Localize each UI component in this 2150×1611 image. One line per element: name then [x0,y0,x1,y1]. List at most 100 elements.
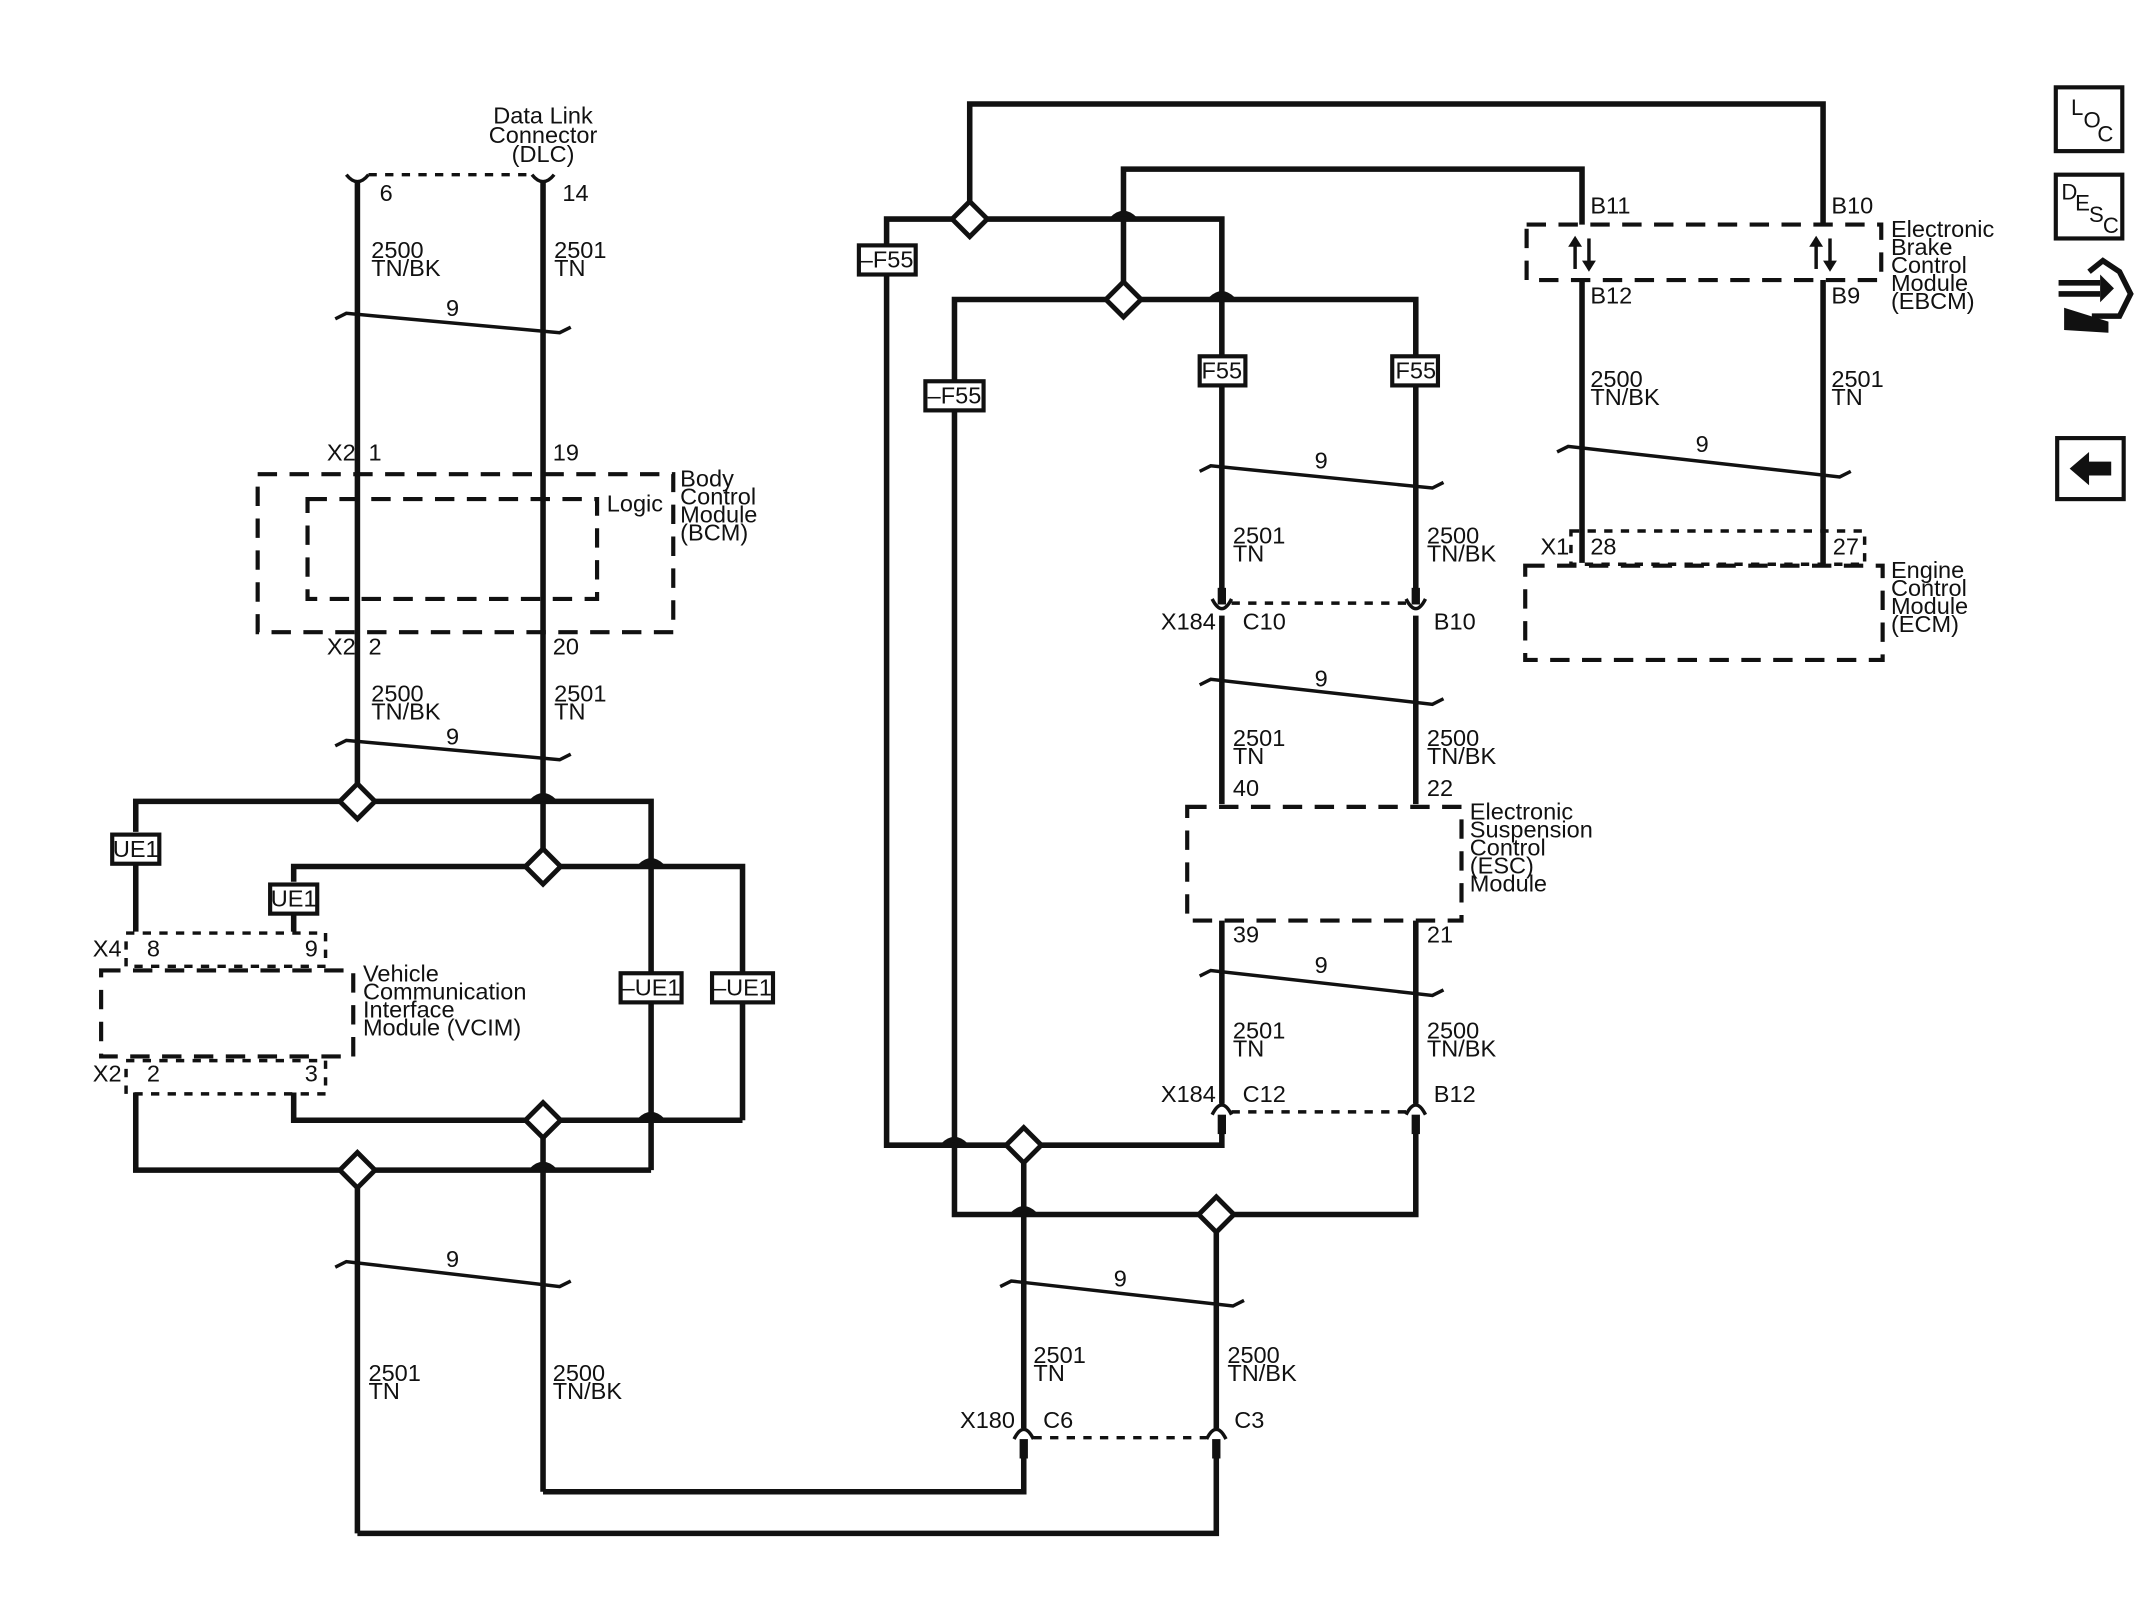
wire-2500-ebcm-top [1120,166,1585,300]
bcm-name-1: Body [680,466,734,492]
esc-pin-22: 22 [1427,775,1453,801]
option-label: F55 [1396,357,1437,383]
bcm-pin-19: 19 [553,439,579,465]
connector-id: X180 [960,1407,1015,1433]
wire-label-circuit: 2500 [371,237,423,263]
twist-label: 9 [1696,431,1709,457]
option-tag-ue1: UE1 [268,882,320,916]
option-label: –F55 [928,382,982,408]
back-arrow-icon[interactable] [2055,436,2126,502]
desc-letter: D [2061,180,2077,205]
ecm-name-3: Module [1891,593,1968,619]
esc-name-2: Suspension [1470,816,1593,842]
vcim-pin-3: 3 [305,1060,318,1086]
vcim-pin-2: 2 [147,1060,160,1086]
bcm-conn-top: X2 [327,439,356,465]
desc-button[interactable]: D E S C [2053,172,2125,241]
ebcm-pin-b10: B10 [1831,192,1873,218]
ecm-name-1: Engine [1891,557,1964,583]
splice [1195,1193,1238,1236]
wire-label-color: TN [554,255,585,281]
option-tag-not-f55: –F55 [923,379,986,413]
connector-end-view-icon[interactable] [2058,257,2134,333]
option-tag-f55: F55 [1390,354,1441,388]
vcim-conn-bot: X2 [93,1060,122,1086]
wire-label-color: TN/BK [371,699,441,725]
wire-label-color: TN/BK [1427,540,1497,566]
wire-label-circuit: 2501 [1233,1017,1285,1043]
loc-letter: O [2084,108,2101,133]
twisted-pair-symbol: 9 [1198,448,1445,490]
wire-label-color: TN/BK [1227,1360,1297,1386]
twisted-pair-symbol: 9 [334,1246,572,1289]
wire-label-circuit: 2501 [368,1360,420,1386]
ebcm-name-2: Brake [1891,234,1952,260]
ebcm-name-5: (EBCM) [1891,288,1975,314]
bcm: X2 1 19 Logic Body Control Module (BCM) … [255,439,757,659]
connector-pin: C3 [1234,1407,1264,1433]
option-label: UE1 [271,886,317,912]
wire-2500-left-loop [951,410,1419,1218]
vcim: X4 8 9 Vehicle Communication Interface M… [93,931,527,1096]
twist-label: 9 [1315,952,1328,978]
loc-letter: L [2071,95,2083,120]
wire-label-circuit: 2500 [1227,1342,1279,1368]
wire-vcim-3 [290,1092,743,1123]
option-tag-not-f55: –F55 [856,243,918,277]
wire-label-circuit: 2500 [1590,366,1642,392]
splice [336,1149,379,1192]
wire-2500-splice-top [951,296,1419,380]
loc-button[interactable]: L O C [2053,85,2125,154]
option-label: –UE1 [713,974,772,1000]
wire-label-circuit: 2501 [1233,725,1285,751]
option-tag-not-ue1: –UE1 [618,971,684,1005]
wire-label-circuit: 2500 [1427,1017,1479,1043]
splice [948,197,991,241]
option-label: F55 [1202,357,1243,383]
wire-2501-left-loop [883,274,1225,1148]
wire-label-circuit: 2501 [554,237,606,263]
wire-vcim-2 [132,1092,652,1173]
vcim-name-4: Module (VCIM) [363,1015,521,1041]
esc-name-5: Module [1470,870,1547,896]
ecm-pin-27: 27 [1833,534,1859,560]
connector-x184-upper: X184 C10 B10 [1161,587,1476,634]
splice [336,780,379,823]
ebcm-name-3: Control [1891,252,1967,278]
wire-label-circuit: 2501 [1831,366,1883,392]
dlc: Data Link Connector (DLC) 6 14 [344,102,597,206]
wire-2501-splice-top [883,216,1225,355]
ecm-pin-28: 28 [1590,534,1616,560]
ecm: X1 28 27 Engine Control Module (ECM) [1523,529,1968,663]
ebcm-name-1: Electronic [1891,216,1995,242]
bcm-name-3: Module [680,502,757,528]
bcm-pin-20: 20 [553,633,579,659]
ebcm-pin-b11: B11 [1590,192,1630,218]
vcim-conn-top: X4 [93,936,122,962]
twisted-pair-symbol: 9 [334,295,572,335]
wire-label-circuit: 2501 [1033,1342,1085,1368]
wire-label-color: TN [1033,1360,1064,1386]
wire-label-color: TN [1233,1035,1264,1061]
connector-pin: C6 [1043,1407,1073,1433]
wire-label-circuit: 2500 [1427,725,1479,751]
twist-label: 9 [446,1246,459,1272]
esc-pin-40: 40 [1233,775,1259,801]
desc-letter: C [2103,213,2119,238]
twisted-pair-symbol: 9 [999,1266,1245,1308]
wire-label-circuit: 2501 [1233,522,1285,548]
bcm-pin-2: 2 [368,633,381,659]
wire-2501-ebcm-top [966,101,1826,225]
vcim-name-1: Vehicle [363,961,439,987]
twist-label: 9 [446,723,459,749]
loc-letter: C [2097,121,2113,146]
ebcm-pin-b12: B12 [1590,283,1632,309]
vcim-name-2: Communication [363,979,527,1005]
twist-label: 9 [1315,448,1328,474]
wire-2501-bottom [357,1450,1220,1537]
wire-label-circuit: 2500 [553,1360,605,1386]
wire-label-color: TN/BK [371,255,441,281]
option-label: –UE1 [622,974,681,1000]
dlc-name-1: Data Link [493,102,593,128]
ecm-conn: X1 [1540,534,1569,560]
